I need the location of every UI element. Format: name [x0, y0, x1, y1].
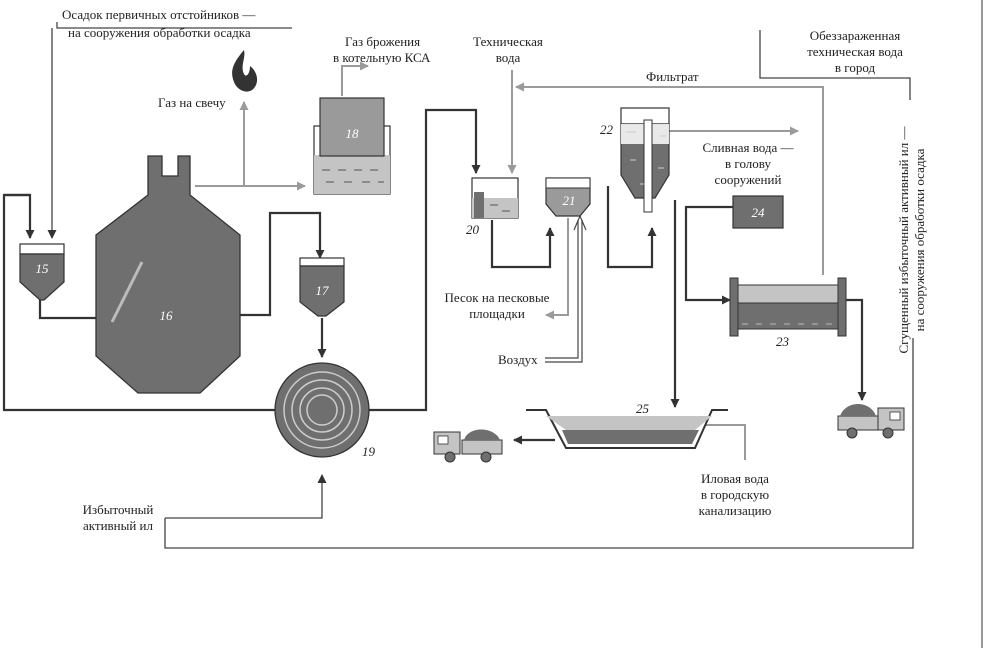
disinfected-label-line1: Обеззараженная: [810, 28, 900, 43]
gasholder-18-number: 18: [346, 126, 360, 141]
truck-left-icon: [433, 429, 503, 463]
tank-17[interactable]: 17: [299, 257, 345, 317]
tank-21[interactable]: 21: [545, 177, 591, 217]
thickener-22-number: 22: [600, 122, 614, 137]
pipe-19-to-20: [368, 108, 481, 412]
loop-top-into-15: [4, 193, 35, 239]
tech-water-label-line1: Техническая: [473, 34, 543, 49]
filter-press-23-number: 23: [776, 334, 790, 349]
sand-label-line1: Песок на песковые: [445, 290, 550, 305]
thickened-sludge-label-line1: Сгущенный избыточный активный ил —: [896, 126, 911, 354]
tank-15[interactable]: 15: [19, 243, 65, 301]
filtrate-pipe: [515, 82, 824, 275]
thickened-sludge-label-line2: на сооружения обработки осадка: [912, 148, 927, 331]
filter-press-23[interactable]: 23: [729, 277, 847, 349]
excess-sludge-line: [165, 474, 327, 519]
pipe-21-to-22: [606, 186, 657, 269]
pipe-16-to-17: [240, 211, 325, 317]
ferm-gas-label-line1: Газ брожения: [345, 34, 420, 49]
truck-right-icon: [837, 404, 905, 439]
silt-water-pipe: [706, 424, 746, 460]
ferm-gas-label-line2: в котельную КСА: [333, 50, 431, 65]
pipe-20-to-21: [490, 220, 555, 269]
air-pipe: [545, 220, 583, 363]
excess-sludge-label-line1: Избыточный: [83, 502, 154, 517]
tank-17-number: 17: [316, 283, 330, 298]
gas-candle-label: Газ на свечу: [158, 95, 226, 110]
disinfected-label-line2: техническая вода: [807, 44, 903, 59]
gasholder-18[interactable]: 18: [313, 97, 391, 195]
unit-24[interactable]: 24: [732, 195, 784, 229]
trough-25-number: 25: [636, 401, 650, 416]
tank-20-number: 20: [466, 222, 480, 237]
trough-25[interactable]: 25: [526, 401, 728, 449]
pipe-24-to-23: [684, 205, 733, 305]
filtrate-label: Фильтрат: [646, 69, 699, 84]
digester-16-number: 16: [160, 308, 174, 323]
excess-sludge-label-line2: активный ил: [83, 518, 154, 533]
air-label: Воздух: [498, 352, 538, 367]
disinfected-water-line: [759, 30, 911, 100]
silt-water-label-line1: Иловая вода: [701, 471, 769, 486]
sediment-feed-line: [52, 22, 292, 238]
sand-pipe: [545, 218, 569, 320]
silt-water-label-line3: канализацию: [699, 503, 772, 518]
flame-icon: [232, 50, 258, 92]
silt-water-label-line2: в городскую: [701, 487, 770, 502]
ferm-gas-pipe: [341, 61, 369, 96]
sand-label-line2: площадки: [469, 306, 525, 321]
unit-24-number: 24: [752, 205, 766, 220]
tech-water-label-line2: вода: [496, 50, 521, 65]
bottom-return-line: [164, 338, 914, 549]
disinfected-label-line3: в город: [835, 60, 876, 75]
air-arrow: [573, 214, 587, 231]
tank-20[interactable]: 20: [466, 177, 519, 237]
tank-15-number: 15: [36, 261, 50, 276]
tank-19-number: 19: [362, 444, 376, 459]
tank-19[interactable]: 19: [274, 362, 376, 459]
digester-16[interactable]: 16: [95, 155, 241, 394]
drain-label-line1: Сливная вода —: [702, 140, 794, 155]
drain-label-line2: в голову: [725, 156, 771, 171]
sediment-label-line1: Осадок первичных отстойников —: [62, 7, 256, 22]
drain-label-line3: сооружений: [715, 172, 782, 187]
tank-21-number: 21: [563, 193, 576, 208]
pipe-23-to-truck: [846, 298, 867, 401]
sediment-label-line2: на сооружения обработки осадка: [68, 25, 251, 40]
thickener-22[interactable]: 22: [600, 107, 670, 213]
